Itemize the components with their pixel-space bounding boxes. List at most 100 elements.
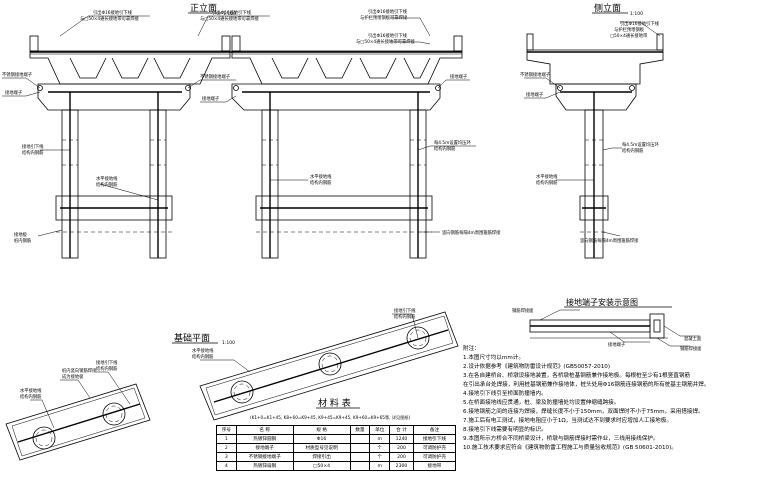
table-cell: 热镀锌扁钢 (235, 461, 294, 471)
label-f3d: 与□50×4通长接地带可靠焊接 (356, 38, 416, 45)
table-cell: 1 (216, 434, 237, 444)
label-p5a: 接地引下线 (96, 359, 118, 366)
table-cell: 2300 (389, 461, 414, 471)
label-f6: 不锈钢接地端子 (200, 73, 231, 80)
table-cell: m (369, 434, 391, 444)
label-s3: 接地端子 (526, 91, 544, 98)
table-cell: 200 (389, 452, 414, 462)
note-item: 1.本图尺寸均以mm计。 (463, 355, 524, 361)
notes-title: 附注： (463, 346, 480, 352)
label-f4: 不锈钢接地端子 (2, 71, 33, 78)
front-elevation: 正立面 1:100 (2, 2, 501, 259)
table-cell: 接地引下线 (412, 434, 457, 444)
note-item: 8.接地引下线需要有明显的标识。 (463, 427, 547, 433)
label-f13a: 接地极 (14, 231, 28, 238)
table-cell: m (369, 461, 391, 471)
material-table-title: 材 料 表 (318, 397, 351, 409)
header-cell: 名 称 (235, 425, 294, 435)
header-cell: 单位 (369, 425, 391, 435)
label-p3b: 成为接地极 (62, 373, 84, 380)
material-table-subtitle: (K1+0=K1+45, K8+60=K9+45, K9+45=K9+45, K… (250, 414, 411, 421)
label-f1b: 与□50×4通长接地带可靠焊接 (80, 15, 140, 22)
table-cell: 接地带 (412, 461, 457, 471)
table-cell: 个 (369, 452, 391, 462)
table-cell: □50×4 (292, 461, 351, 471)
label-p1b: 结构内钢筋 (394, 313, 416, 320)
table-cell (349, 461, 371, 471)
label-f5: 接地端子 (5, 89, 23, 96)
note-item: 3.在各自建桥台、桥墩设接地装置，各桥墩桩基钢筋兼作接地极。每根桩至少有1根竖直… (463, 373, 691, 379)
label-p2a: 水平接地线 (192, 347, 214, 354)
note-item: 在引出承台处焊接，利用桩基钢筋兼作接地体，桩头处用Φ16钢筋连接钢筋的所有桩基主… (463, 382, 710, 388)
table-cell: 材质型号见说明 (292, 443, 351, 453)
label-p5b: 结构内钢筋 (96, 365, 118, 372)
table-cell: 可调防护壳 (412, 443, 457, 453)
header-cell: 规 格 (292, 425, 351, 435)
note-item: 6.接地钢筋之间的连接为焊接，焊缝长度不小于150mm，双面焊时不小于75mm，… (463, 409, 704, 415)
label-s5b: 结构内钢筋 (536, 179, 558, 186)
note-item: 7.施工后有电工测试，接地电阻应小于1Ω，当测试达不到要求时应增加人工接地极。 (463, 418, 672, 424)
label-f14: 竖向钢筋每隔4m周围箍筋焊接 (442, 229, 501, 236)
material-table-header: 序号 名 称 规 格 数量 单位 合 计 备注 (216, 425, 457, 435)
header-cell: 序号 (216, 425, 237, 435)
table-cell (349, 443, 371, 453)
note-item: 2.设计依据参考《建筑物防雷设计规范》(GB50057-2010) (463, 364, 611, 370)
label-c4: 混凝土面 (684, 335, 702, 342)
label-c1: 钢筋焊接面 (512, 307, 534, 314)
table-cell: 不锈钢接地端子 (235, 452, 294, 462)
side-view-title: 侧立面 (594, 2, 621, 14)
label-f11b: 结构内钢筋 (310, 179, 332, 186)
connector-detail: 接地端子安装示意图 钢筋焊接面 接地端子 钢筋焊接面 混凝土面 (512, 297, 702, 352)
label-s1a: 引出Φ16接地引下线 (620, 20, 660, 27)
table-cell: Φ16 (292, 434, 351, 444)
label-f3c: 引出Φ16接地引下线 (368, 32, 408, 39)
table-row: 3 不锈钢接地端子 焊接引出 个 200 可调防护壳 (216, 452, 457, 462)
foundation-view-title: 基础平面 (174, 332, 210, 344)
note-item: 9.本图所示方桥合不同桥梁设计，桥墩与钢筋焊接时需作业，三线用接线保护。 (463, 436, 659, 442)
table-cell: 3 (216, 452, 237, 462)
note-item: 4.接地引下线引至桥面防撞墙内。 (463, 391, 547, 397)
table-cell: 200 (389, 443, 414, 453)
label-f1a: 引出Φ16接地引下线 (93, 9, 133, 16)
label-p2b: 结构内钢筋 (192, 353, 214, 360)
table-row: 1 热镀锌圆钢 Φ16 m 1240 接地引下线 (216, 434, 457, 444)
label-p4b: 结构内钢筋 (20, 393, 42, 400)
label-f2b: 与□50×4通长接地带可靠焊接 (200, 15, 260, 22)
label-f3b: 与护栏预埋钢板可靠焊接 (360, 14, 408, 21)
label-s1c: □50×4通长接地带 (610, 32, 648, 39)
label-c2: 接地端子 (608, 341, 626, 348)
label-f8: 接地端子 (450, 73, 468, 80)
connector-view-title: 接地端子安装示意图 (566, 297, 638, 307)
table-cell (349, 452, 371, 462)
material-table: 序号 名 称 规 格 数量 单位 合 计 备注 1 热镀锌圆钢 Φ16 m 12… (216, 425, 457, 471)
foundation-view-scale: 1:100 (222, 340, 235, 346)
label-f13b: 桩内钢筋 (14, 237, 32, 244)
label-f10a: 每4.5m设置均压环 (434, 139, 472, 146)
label-f3a: 引出Φ16接地引下线 (368, 8, 408, 15)
label-f12a: 水平接地线 (96, 175, 118, 182)
side-elevation: 侧立面 1:100 引出Φ16接地引下线 与护栏预埋钢板 □50×4通长接地带 … (520, 2, 664, 259)
table-row: 2 接地端子 材质型号见说明 个 200 可调防护壳 (216, 443, 457, 453)
foundation-plan: 基础平面 1:100 接地引下线 结构内钢筋 水平接地线 结构内钢筋 桩内竖向钢… (5, 307, 459, 461)
table-cell: 个 (369, 443, 391, 453)
table-cell: 2 (216, 443, 237, 453)
label-f11a: 水平接地线 (310, 173, 332, 180)
label-f7: 接地端子 (202, 95, 220, 102)
table-cell: 焊接引出 (292, 452, 351, 462)
side-view-scale: 1:100 (630, 11, 643, 17)
label-f2a: 引出Φ16接地引下线 (212, 9, 252, 16)
label-s2: 不锈钢接地端子 (520, 71, 551, 78)
label-s4b: 结构内钢筋 (622, 147, 644, 154)
table-cell (349, 434, 371, 444)
front-view-title: 正立面 (190, 2, 217, 14)
label-c3: 钢筋焊接面 (680, 345, 702, 352)
label-s1b: 与护栏预埋钢板 (614, 26, 645, 33)
header-cell: 合 计 (389, 425, 414, 435)
header-cell: 数量 (349, 425, 371, 435)
table-row: 4 热镀锌扁钢 □50×4 m 2300 接地带 (216, 461, 457, 471)
note-item: 5.在桥面接地线应贯通，桩、梁及防撞墙处均设置伸缩缝跨接。 (463, 400, 620, 406)
label-s4a: 每4.5m设置均压环 (622, 141, 660, 148)
label-f10b: 结构内钢筋 (434, 145, 456, 152)
front-view-scale: 1:100 (223, 11, 236, 17)
label-f9a: 接地引下线 (22, 143, 44, 150)
